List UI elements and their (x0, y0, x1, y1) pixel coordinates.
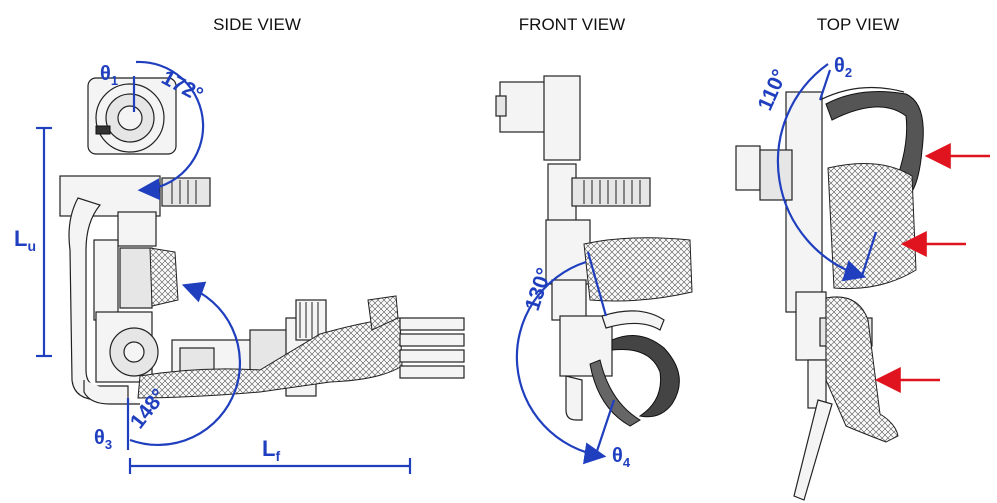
theta2-label: θ2 (834, 55, 852, 80)
theta4-reference-line (586, 251, 608, 317)
front-view-title: FRONT VIEW (519, 15, 625, 34)
theta1-arc (135, 60, 205, 201)
theta1-label: θ1 (100, 63, 118, 88)
theta2-arc (776, 63, 867, 282)
side-view-title: SIDE VIEW (213, 15, 301, 34)
lu-label: Lu (14, 226, 36, 254)
theta4-label: θ4 (612, 445, 631, 470)
front-view-mechanism (495, 75, 693, 427)
theta3-label: θ3 (94, 427, 112, 452)
side-view-mechanism (59, 77, 465, 405)
top-view-title: TOP VIEW (817, 15, 900, 34)
theta3-arc (129, 281, 241, 447)
angle-130-label: 130° (521, 265, 556, 313)
theta4-arc (515, 260, 607, 465)
lf-label: Lf (262, 436, 280, 464)
top-view-mechanism (735, 86, 924, 501)
theta2-reference-line (818, 69, 832, 101)
